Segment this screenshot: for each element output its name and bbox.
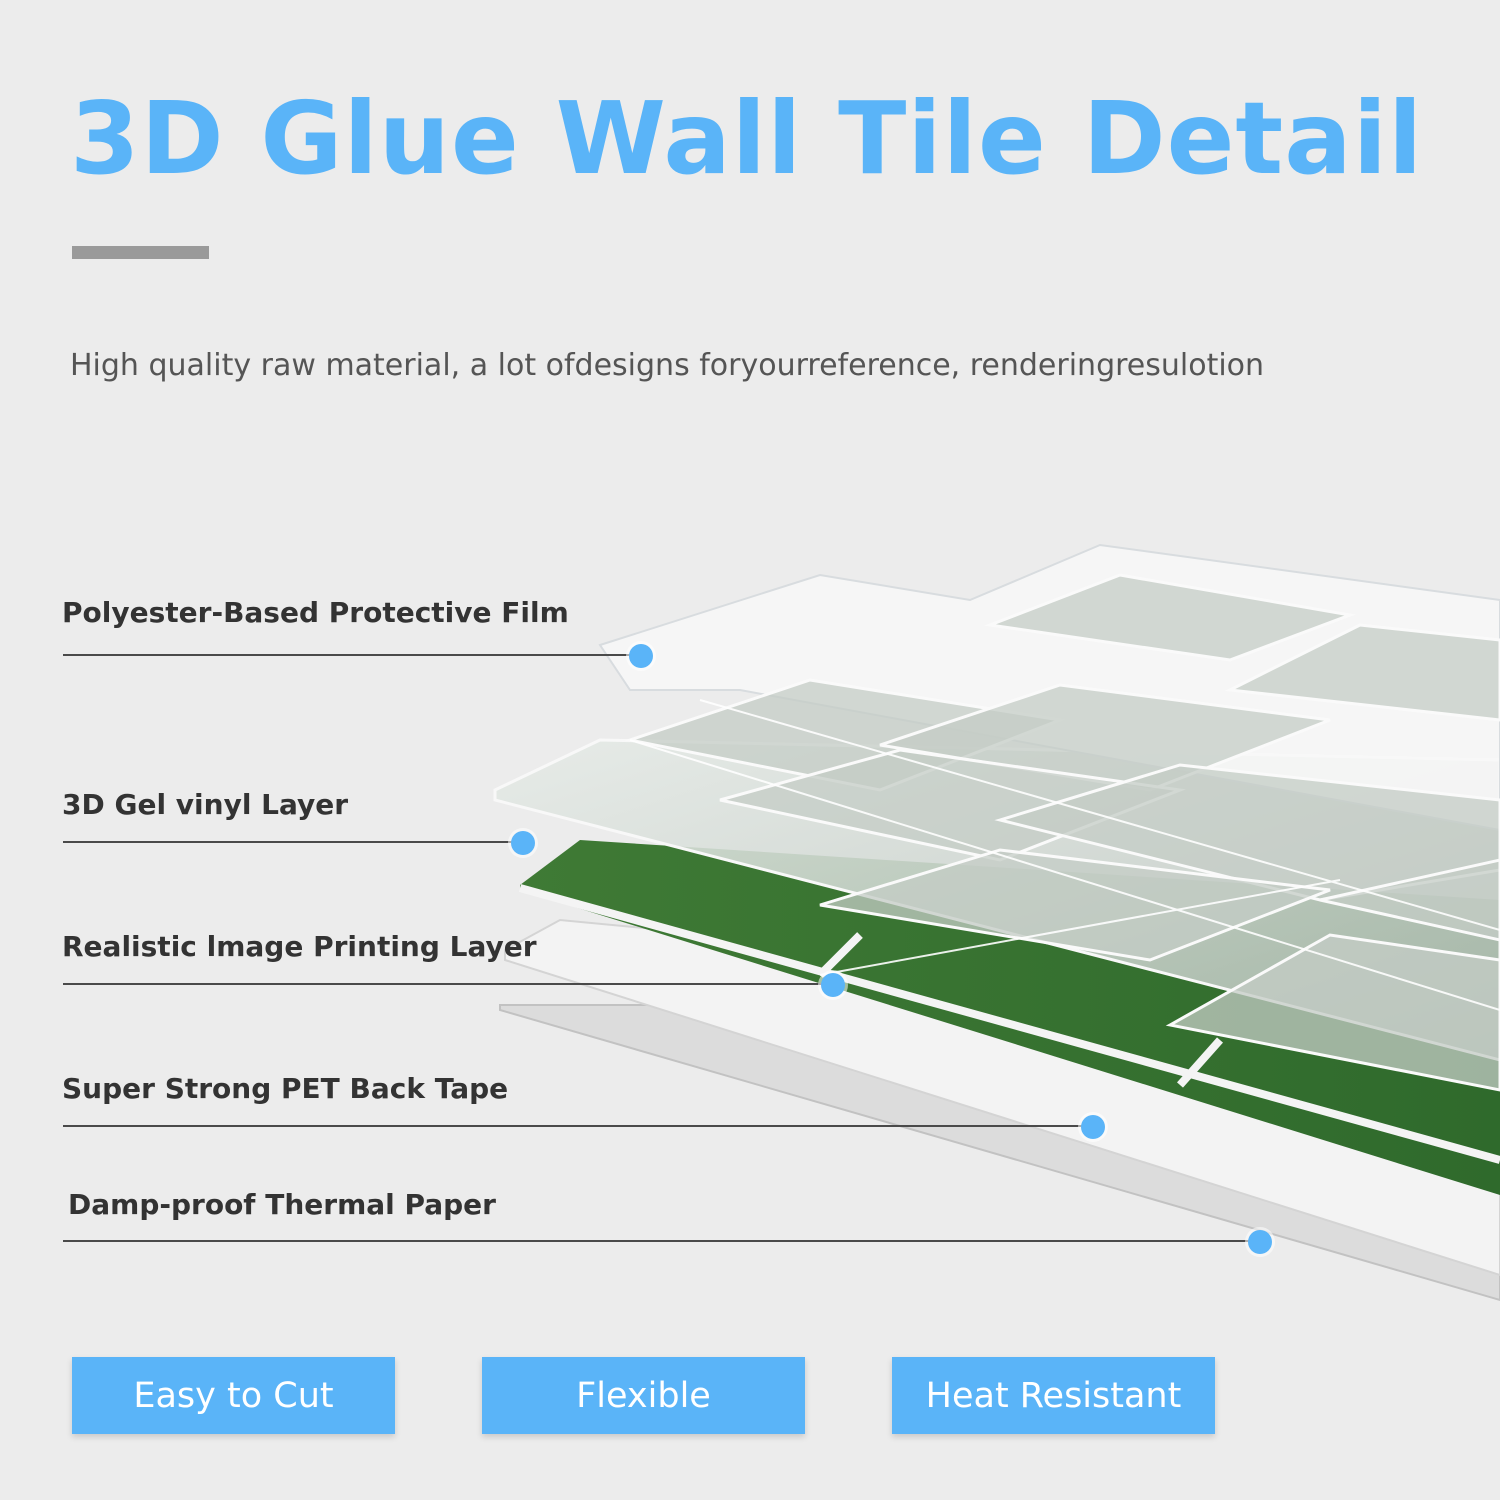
leader-line-pet-tape [63, 1125, 1093, 1127]
leader-line-gel-vinyl [63, 841, 523, 843]
leader-line-thermal-paper [63, 1240, 1261, 1242]
feature-flexible-button[interactable]: Flexible [482, 1357, 805, 1434]
dot-marker-icon [1081, 1115, 1105, 1139]
printing-layer-grout [518, 884, 1500, 1164]
dot-marker-icon [629, 644, 653, 668]
feature-heat-resistant-button[interactable]: Heat Resistant [892, 1357, 1215, 1434]
glass-tiles [624, 573, 1500, 1092]
dot-marker-icon [821, 973, 845, 997]
layer-label-thermal-paper: Damp-proof Thermal Paper [68, 1188, 496, 1221]
layer-label-gel-vinyl: 3D Gel vinyl Layer [62, 788, 349, 821]
layer-label-printing: Realistic lmage Printing Layer [62, 930, 537, 963]
title-underline-bar [72, 246, 209, 259]
page-title: 3D Glue Wall Tile Detail [70, 80, 1424, 197]
dot-marker-icon [1248, 1230, 1272, 1254]
leader-line-printing [63, 983, 833, 985]
page-subtitle: High quality raw material, a lot ofdesig… [70, 348, 1265, 383]
layer-label-pet-tape: Super Strong PET Back Tape [62, 1072, 509, 1105]
feature-easy-to-cut-button[interactable]: Easy to Cut [72, 1357, 395, 1434]
leader-line-protective-film [63, 654, 641, 656]
dot-marker-icon [511, 831, 535, 855]
layer-label-protective-film: Polyester-Based Protective Film [62, 596, 569, 629]
tile-layers-illustration [493, 543, 1500, 1302]
glass-highlights [629, 699, 1500, 1011]
